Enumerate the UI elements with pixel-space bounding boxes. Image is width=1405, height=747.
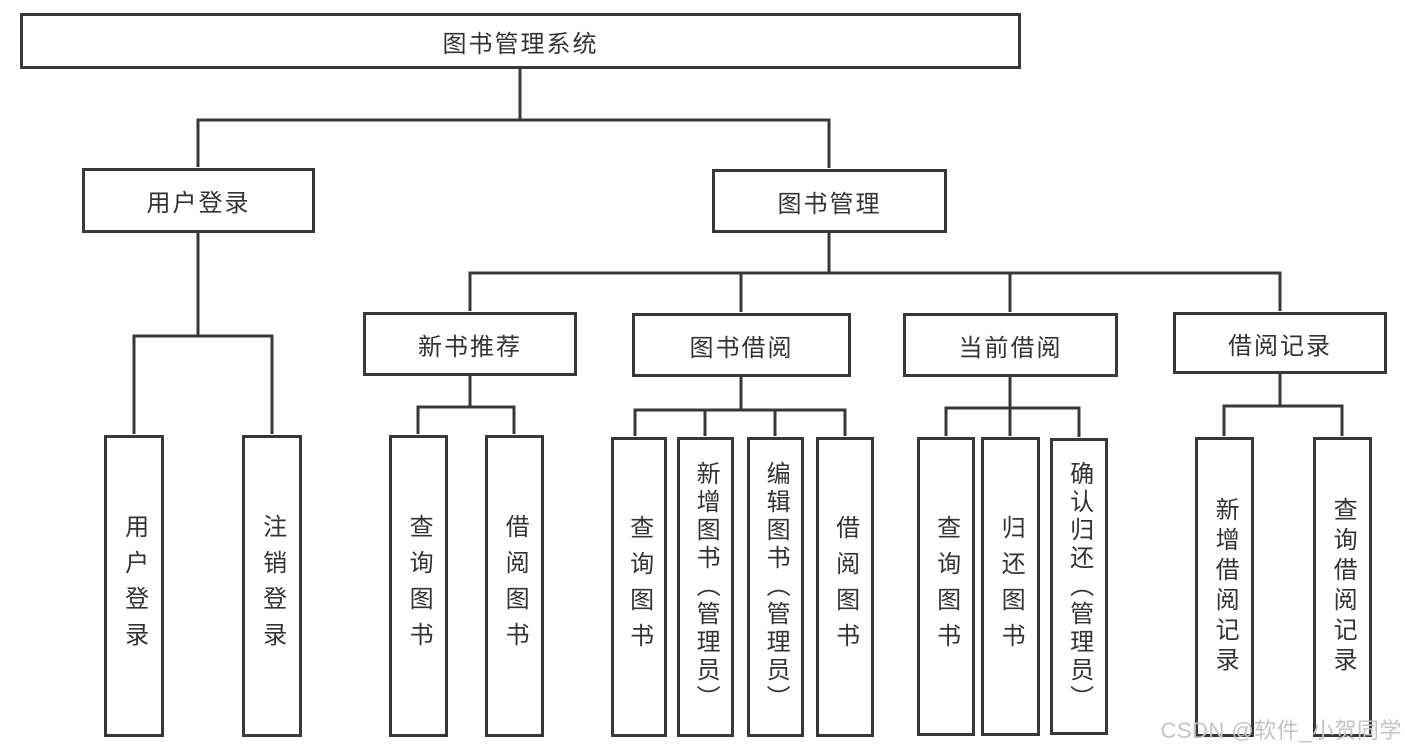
node-new-book-recommendation: 新书推荐 xyxy=(363,312,577,376)
leaf-borrow-books-recommend: 借阅图书 xyxy=(485,435,544,737)
node-borrowing-records: 借阅记录 xyxy=(1173,312,1387,374)
leaf-return-books: 归还图书 xyxy=(981,437,1040,736)
leaf-add-books-admin: 新增图书（管理员） xyxy=(677,437,734,737)
node-user-login: 用户登录 xyxy=(82,168,315,233)
node-library-management-system: 图书管理系统 xyxy=(20,13,1021,69)
node-label: 用户登录 xyxy=(120,514,148,658)
csdn-watermark: CSDN @软件_小贺同学 xyxy=(1160,718,1402,743)
leaf-confirm-return-admin: 确认归还（管理员） xyxy=(1050,438,1108,735)
node-label: 图书管理系统 xyxy=(442,30,599,58)
node-current-borrowing: 当前借阅 xyxy=(903,313,1118,377)
node-label: 新书推荐 xyxy=(418,333,522,361)
leaf-add-borrow-record: 新增借阅记录 xyxy=(1195,437,1254,737)
edge-book-borrow-children xyxy=(633,377,847,436)
node-label: 新增借阅记录 xyxy=(1211,497,1239,677)
leaf-query-books-recommend: 查询图书 xyxy=(389,435,448,737)
node-label: 归还图书 xyxy=(997,514,1025,659)
edge-current-borrow-children xyxy=(944,377,1081,437)
node-label: 图书管理 xyxy=(777,190,882,218)
leaf-query-books-borrow: 查询图书 xyxy=(611,437,667,737)
edge-root-to-level2 xyxy=(196,69,831,168)
node-book-borrowing: 图书借阅 xyxy=(632,313,851,377)
node-label: 编辑图书（管理员） xyxy=(762,461,790,713)
node-label: 当前借阅 xyxy=(958,334,1063,362)
leaf-query-books-current: 查询图书 xyxy=(917,437,975,736)
edge-new-book-children xyxy=(416,376,516,434)
leaf-edit-books-admin: 编辑图书（管理员） xyxy=(747,437,804,737)
node-label: 借阅图书 xyxy=(501,514,529,658)
node-label: 查询图书 xyxy=(932,514,960,659)
leaf-borrow-books: 借阅图书 xyxy=(816,437,874,737)
node-label: 查询图书 xyxy=(405,514,433,658)
node-label: 借阅图书 xyxy=(831,515,859,659)
node-label: 新增图书（管理员） xyxy=(692,461,720,713)
node-label: 确认归还（管理员） xyxy=(1065,460,1093,713)
edge-book-management-children xyxy=(468,233,1282,312)
node-label: 用户登录 xyxy=(146,190,251,217)
leaf-query-borrow-record: 查询借阅记录 xyxy=(1313,437,1372,737)
node-book-management: 图书管理 xyxy=(712,169,947,233)
leaf-logout: 注销登录 xyxy=(242,435,302,737)
node-label: 注销登录 xyxy=(258,514,286,658)
edge-user-login-children xyxy=(132,233,274,434)
edge-borrow-records-children xyxy=(1222,373,1344,436)
node-label: 图书借阅 xyxy=(689,334,794,362)
node-label: 借阅记录 xyxy=(1228,332,1332,360)
leaf-user-login: 用户登录 xyxy=(104,435,164,737)
node-label: 查询借阅记录 xyxy=(1329,497,1357,677)
node-label: 查询图书 xyxy=(625,515,653,659)
